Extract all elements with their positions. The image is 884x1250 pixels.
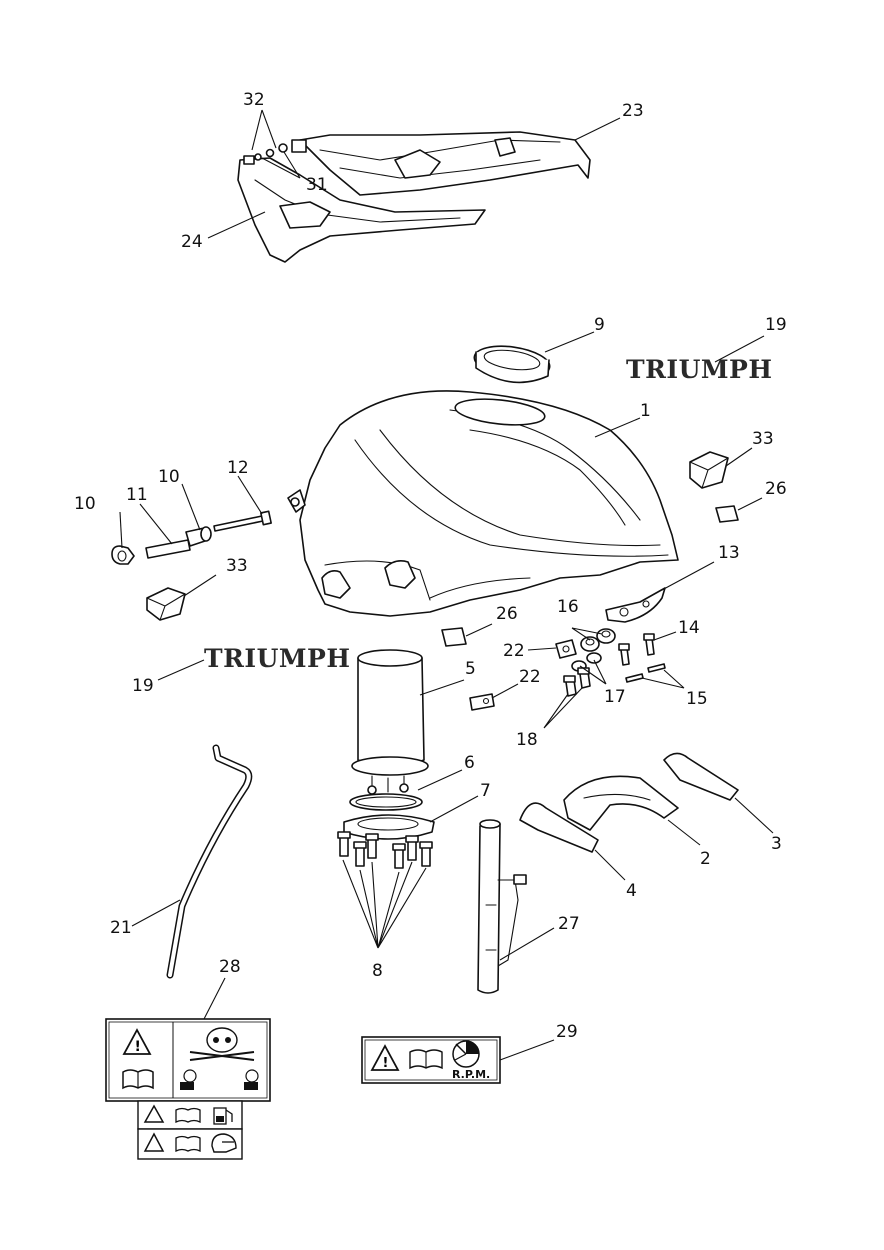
warning-label-28-helmet bbox=[137, 1128, 243, 1160]
warning-label-28-fuel bbox=[137, 1100, 243, 1130]
warning-triangle-icon bbox=[143, 1132, 165, 1152]
callout-4: 4 bbox=[626, 881, 637, 901]
skull-icon bbox=[180, 1027, 259, 1090]
warning-triangle-icon bbox=[143, 1104, 165, 1123]
part-26-pad-center bbox=[441, 627, 467, 647]
callout-3: 3 bbox=[771, 834, 782, 854]
part-4-pad bbox=[519, 802, 599, 853]
leader-lines bbox=[119, 109, 774, 1061]
fuel-pump-icon bbox=[213, 1107, 233, 1125]
callout-11: 11 bbox=[126, 485, 148, 505]
part-24-tank-lower-panel bbox=[237, 157, 486, 263]
part-8-bolts bbox=[337, 831, 433, 869]
svg-text:!: ! bbox=[383, 1056, 389, 1071]
callout-10-right: 10 bbox=[158, 467, 180, 487]
part-2-pad bbox=[563, 775, 679, 831]
callout-22-upper: 22 bbox=[503, 641, 525, 661]
part-3-pad bbox=[663, 752, 739, 801]
warning-triangle-icon: ! bbox=[122, 1028, 152, 1055]
callout-12: 12 bbox=[227, 458, 249, 478]
callout-9: 9 bbox=[594, 315, 605, 335]
part-33-rubber-block-left bbox=[146, 587, 186, 621]
callout-1: 1 bbox=[640, 401, 651, 421]
part-9-filler-ring bbox=[473, 345, 551, 384]
part-10-bush-right bbox=[185, 526, 212, 547]
helmet-icon bbox=[211, 1133, 237, 1153]
callout-19-lower: 19 bbox=[132, 676, 154, 696]
callout-26-lower: 26 bbox=[496, 604, 518, 624]
callout-27: 27 bbox=[558, 914, 580, 934]
callout-labels: 1 2 3 4 5 6 7 8 9 10 10 11 12 13 14 15 1… bbox=[74, 90, 787, 1042]
rpm-gauge-icon bbox=[452, 1040, 480, 1068]
warning-triangle-icon: ! bbox=[370, 1044, 400, 1071]
part-14-screws bbox=[618, 633, 655, 666]
callout-26-upper: 26 bbox=[765, 479, 787, 499]
manual-book-icon bbox=[175, 1135, 201, 1153]
part-22-clip-lower bbox=[469, 693, 495, 711]
callout-17: 17 bbox=[604, 687, 626, 707]
callout-22-lower: 22 bbox=[519, 667, 541, 687]
callout-14: 14 bbox=[678, 618, 700, 638]
part-5-fuel-pump bbox=[351, 649, 429, 795]
part-7-retaining-plate bbox=[343, 814, 435, 840]
callout-33-left: 33 bbox=[226, 556, 248, 576]
part-33-rubber-block-right bbox=[689, 451, 729, 489]
callout-6: 6 bbox=[464, 753, 475, 773]
part-15-pins bbox=[625, 663, 666, 683]
callout-33-right: 33 bbox=[752, 429, 774, 449]
part-16-grommets bbox=[580, 628, 616, 652]
part-12-bolt bbox=[213, 510, 272, 532]
part-18-bolts bbox=[563, 667, 591, 697]
callout-28: 28 bbox=[219, 957, 241, 977]
callout-15: 15 bbox=[686, 689, 708, 709]
part-1-fuel-tank bbox=[287, 390, 679, 617]
callout-24: 24 bbox=[181, 232, 203, 252]
part-26-pad-right bbox=[715, 505, 739, 523]
callout-21: 21 bbox=[110, 918, 132, 938]
brand-decal-upper: TRIUMPH bbox=[626, 355, 772, 384]
callout-16: 16 bbox=[557, 597, 579, 617]
callout-7: 7 bbox=[480, 781, 491, 801]
part-13-bracket bbox=[605, 587, 666, 623]
manual-book-icon bbox=[175, 1107, 201, 1124]
part-10-bush-left bbox=[111, 545, 135, 565]
callout-18: 18 bbox=[516, 730, 538, 750]
callout-10-left: 10 bbox=[74, 494, 96, 514]
callout-8: 8 bbox=[372, 961, 383, 981]
callout-19-upper: 19 bbox=[765, 315, 787, 335]
callout-13: 13 bbox=[718, 543, 740, 563]
svg-text:!: ! bbox=[135, 1039, 141, 1055]
part-21-breather-pipe bbox=[166, 744, 253, 979]
brand-decal-lower: TRIUMPH bbox=[204, 644, 350, 673]
part-23-tank-side-panel bbox=[299, 131, 591, 196]
rpm-label: R.P.M. bbox=[452, 1068, 490, 1081]
part-22-nut-upper bbox=[555, 639, 577, 659]
callout-5: 5 bbox=[465, 659, 476, 679]
warning-label-28: ! bbox=[105, 1018, 271, 1102]
part-6-o-ring bbox=[349, 793, 423, 811]
callout-29: 29 bbox=[556, 1022, 578, 1042]
part-27-fuel-level-sender bbox=[477, 819, 527, 994]
part-11-spacer-tube bbox=[145, 539, 191, 559]
callout-32: 32 bbox=[243, 90, 265, 110]
warning-label-29: ! R.P.M. bbox=[361, 1036, 501, 1084]
manual-book-icon bbox=[122, 1069, 154, 1090]
callout-2: 2 bbox=[700, 849, 711, 869]
callout-31: 31 bbox=[306, 175, 328, 195]
part-31-32-fasteners bbox=[243, 139, 307, 165]
callout-23: 23 bbox=[622, 101, 644, 121]
